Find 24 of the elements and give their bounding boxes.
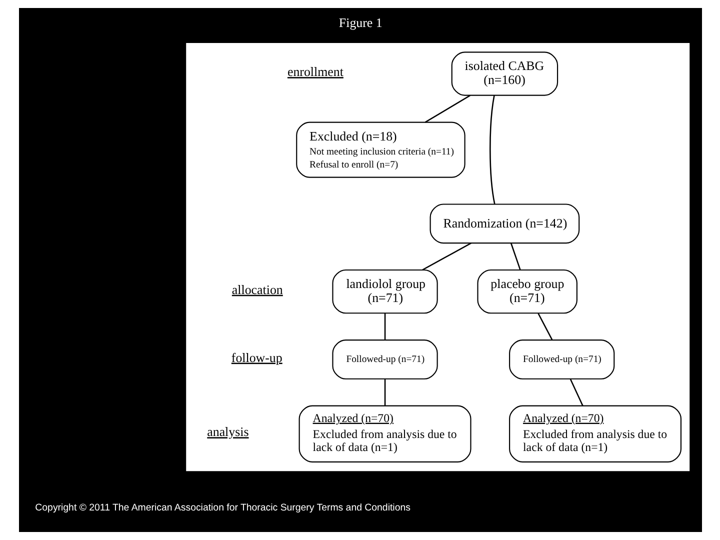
connector: [384, 379, 386, 406]
label: analysis: [206, 424, 248, 440]
node-box: Analyzed (n=70) Excluded from analysis due to lack of data (n=1): [508, 405, 682, 462]
connector: [569, 378, 583, 406]
label: Copyright © 2011 The American Association for Thoracic Surgery Terms and Conditions: [34, 502, 410, 514]
connector: [424, 94, 470, 123]
label: allocation: [231, 282, 282, 297]
connector: [384, 313, 386, 340]
node-box: placebo group (n=71): [476, 269, 577, 314]
cluster: [186, 43, 690, 472]
node-box: Followed-up (n=71): [332, 340, 438, 380]
connector: [537, 313, 552, 340]
node-box: isolated CABG (n=160): [450, 52, 558, 96]
node-box: Randomization (n=142): [429, 204, 580, 244]
label: enrollment: [286, 64, 343, 80]
diagram-title: Figure 1: [338, 14, 382, 30]
node-box: landiolol group (n=71): [332, 269, 438, 314]
node-box: Analyzed (n=70) Excluded from analysis due to lack of data (n=1): [298, 405, 471, 462]
connector: [422, 242, 471, 270]
node-box: Excluded (n=18) Not meeting inclusion criteria (n=11) Refusal to enroll (n=7): [296, 122, 465, 178]
label: follow-up: [230, 350, 282, 365]
node-box: Followed-up (n=71): [508, 340, 614, 380]
connector: [489, 95, 495, 204]
connector: [510, 243, 520, 270]
